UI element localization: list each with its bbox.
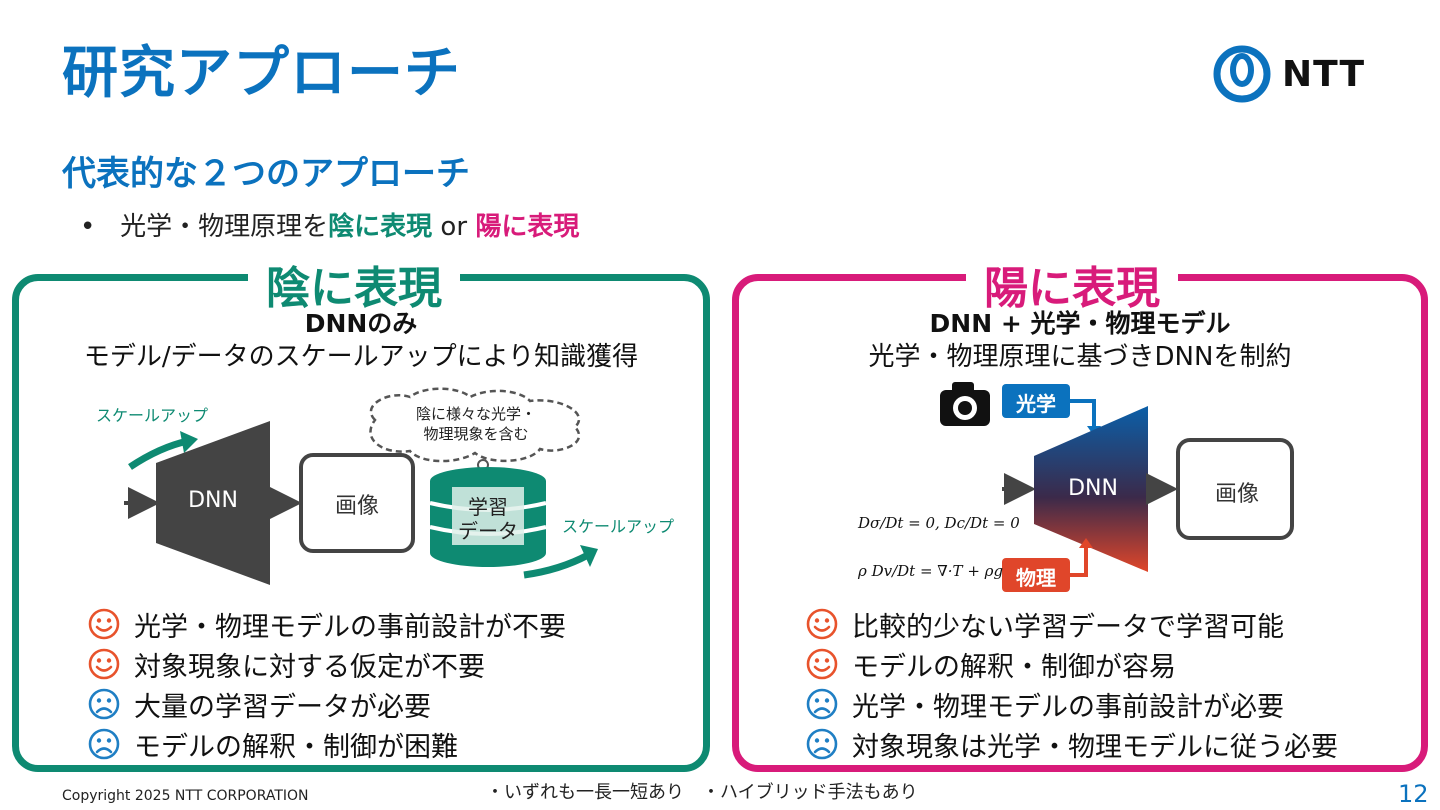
footnote: ・いずれも一長一短あり ・ハイブリッド手法もあり bbox=[486, 782, 918, 803]
scaleup-label-bottom: スケールアップ bbox=[562, 517, 675, 536]
implicit-diagram bbox=[124, 387, 598, 585]
scaleup-label-top: スケールアップ bbox=[96, 406, 209, 425]
implicit-panel-title: 陰に表現 bbox=[248, 252, 460, 316]
list-item: 光学・物理モデルの事前設計が不要 bbox=[88, 604, 566, 644]
optics-label: 光学 bbox=[1016, 392, 1056, 416]
data-label-2: データ bbox=[458, 519, 518, 543]
dnn-label-right: DNN bbox=[1068, 476, 1118, 501]
list-item: 対象現象に対する仮定が不要 bbox=[88, 644, 566, 684]
sad-face-icon bbox=[88, 728, 120, 760]
camera-icon bbox=[940, 382, 990, 426]
explicit-panel-title: 陽に表現 bbox=[966, 252, 1178, 316]
list-item: 比較的少ない学習データで学習可能 bbox=[806, 604, 1338, 644]
bullet-explicit: 陽に表現 bbox=[475, 212, 580, 242]
equation-1: Dσ/Dt = 0, Dc/Dt = 0 bbox=[858, 514, 1020, 532]
bullet-prefix: 光学・物理原理を bbox=[120, 212, 329, 242]
happy-face-icon bbox=[806, 608, 838, 640]
ntt-logo bbox=[1213, 45, 1271, 103]
list-item: 大量の学習データが必要 bbox=[88, 684, 566, 724]
happy-face-icon bbox=[806, 648, 838, 680]
image-label-right: 画像 bbox=[1214, 482, 1259, 507]
section-subtitle: 代表的な２つのアプローチ bbox=[62, 154, 470, 194]
optics-badge bbox=[1002, 384, 1070, 418]
image-box bbox=[299, 453, 415, 553]
equation-2: ρ Dv/Dt = ∇·T + ρg bbox=[858, 562, 1004, 580]
copyright: Copyright 2025 NTT CORPORATION bbox=[62, 788, 309, 804]
thought-cloud bbox=[369, 387, 581, 463]
physics-label: 物理 bbox=[1016, 566, 1056, 590]
page-title: 研究アプローチ bbox=[62, 41, 461, 106]
cloud-line-2: 物理現象を含む bbox=[423, 425, 529, 443]
explicit-heading: DNN + 光学・物理モデル bbox=[929, 309, 1231, 338]
bullet-implicit: 陰に表現 bbox=[328, 212, 433, 242]
sad-face-icon bbox=[88, 688, 120, 720]
dnn-block bbox=[156, 421, 270, 585]
logo-text: NTT bbox=[1282, 54, 1366, 95]
explicit-description: 光学・物理原理に基づきDNNを制約 bbox=[868, 342, 1292, 372]
bullet-or: or bbox=[432, 212, 476, 242]
list-item: 光学・物理モデルの事前設計が必要 bbox=[806, 684, 1338, 724]
sad-face-icon bbox=[806, 688, 838, 720]
implicit-description: モデル/データのスケールアップにより知識獲得 bbox=[83, 342, 639, 372]
scaleup-arrow-bottom bbox=[523, 551, 590, 579]
happy-face-icon bbox=[88, 608, 120, 640]
explicit-pros-cons: 比較的少ない学習データで学習可能 モデルの解釈・制御が容易 光学・物理モデルの事… bbox=[806, 604, 1338, 764]
list-item: 対象現象は光学・物理モデルに従う必要 bbox=[806, 724, 1338, 764]
sad-face-icon bbox=[806, 728, 838, 760]
image-label: 画像 bbox=[334, 494, 379, 519]
page-number: 12 bbox=[1398, 780, 1429, 808]
dnn-physics-block bbox=[1034, 406, 1148, 572]
bullet-line: • 光学・物理原理を陰に表現 or 陽に表現 bbox=[80, 206, 579, 243]
dnn-label: DNN bbox=[188, 488, 238, 513]
explicit-diagram bbox=[940, 382, 1294, 592]
physics-badge bbox=[1002, 558, 1070, 592]
happy-face-icon bbox=[88, 648, 120, 680]
implicit-pros-cons: 光学・物理モデルの事前設計が不要 対象現象に対する仮定が不要 大量の学習データが… bbox=[88, 604, 566, 764]
list-item: モデルの解釈・制御が容易 bbox=[806, 644, 1338, 684]
implicit-heading: DNNのみ bbox=[304, 309, 418, 338]
list-item: モデルの解釈・制御が困難 bbox=[88, 724, 566, 764]
image-box-right bbox=[1176, 438, 1294, 540]
training-data-cylinder bbox=[429, 467, 547, 567]
bullet-dot: • bbox=[80, 212, 121, 242]
data-label-1: 学習 bbox=[468, 495, 508, 519]
cloud-line-1: 陰に様々な光学・ bbox=[415, 405, 536, 423]
